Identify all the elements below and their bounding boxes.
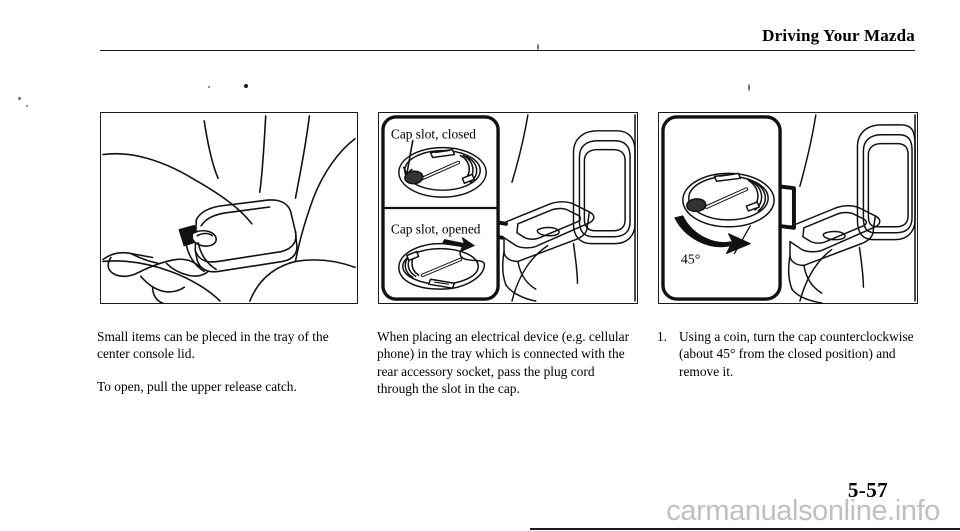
- figure-3-illustration: 45°: [661, 114, 916, 303]
- text-column-3: 1. Using a coin, turn the cap counterclo…: [655, 328, 930, 380]
- list-item-text: Using a coin, turn the cap counterclockw…: [679, 329, 914, 379]
- page-number: 5-57: [847, 478, 888, 502]
- list-item: 1. Using a coin, turn the cap counterclo…: [655, 328, 930, 380]
- scan-speck: [26, 105, 28, 107]
- scan-speck: [208, 86, 210, 88]
- paragraph: When placing an electrical device (e.g. …: [377, 329, 630, 397]
- figure-console-release-catch: [100, 112, 358, 304]
- site-watermark: carmanualsonline.info: [666, 495, 940, 527]
- text-column-1: Small items can be pleced in the tray of…: [97, 328, 359, 395]
- figure-2-illustration: Cap slot, closed Cap slot, opened: [381, 114, 636, 302]
- paragraph: Small items can be pleced in the tray of…: [97, 329, 329, 362]
- page-footer: carmanualsonline.info 5-57: [0, 470, 960, 531]
- cap-slot-closed-label: Cap slot, closed: [391, 127, 476, 142]
- scan-speck: [748, 84, 750, 91]
- page-title: Driving Your Mazda: [762, 26, 915, 45]
- figure-turn-cap-45-degrees: 45°: [658, 112, 918, 304]
- figure-cap-slot-details: Cap slot, closed Cap slot, opened: [378, 112, 638, 304]
- paragraph: To open, pull the upper release catch.: [97, 378, 297, 394]
- header-divider: [100, 50, 915, 51]
- scan-speck: [244, 84, 248, 88]
- cap-slot-opened-label: Cap slot, opened: [391, 222, 481, 237]
- page-header: Driving Your Mazda: [0, 0, 960, 60]
- footer-divider: [530, 528, 960, 530]
- figure-row: Cap slot, closed Cap slot, opened: [0, 112, 960, 306]
- text-column-2: When placing an electrical device (e.g. …: [377, 328, 639, 398]
- figure-1-illustration: [102, 115, 356, 303]
- scan-speck: [537, 44, 539, 50]
- list-item-number: 1.: [657, 329, 668, 344]
- scan-speck: [18, 97, 21, 100]
- rotation-angle-label: 45°: [681, 252, 700, 267]
